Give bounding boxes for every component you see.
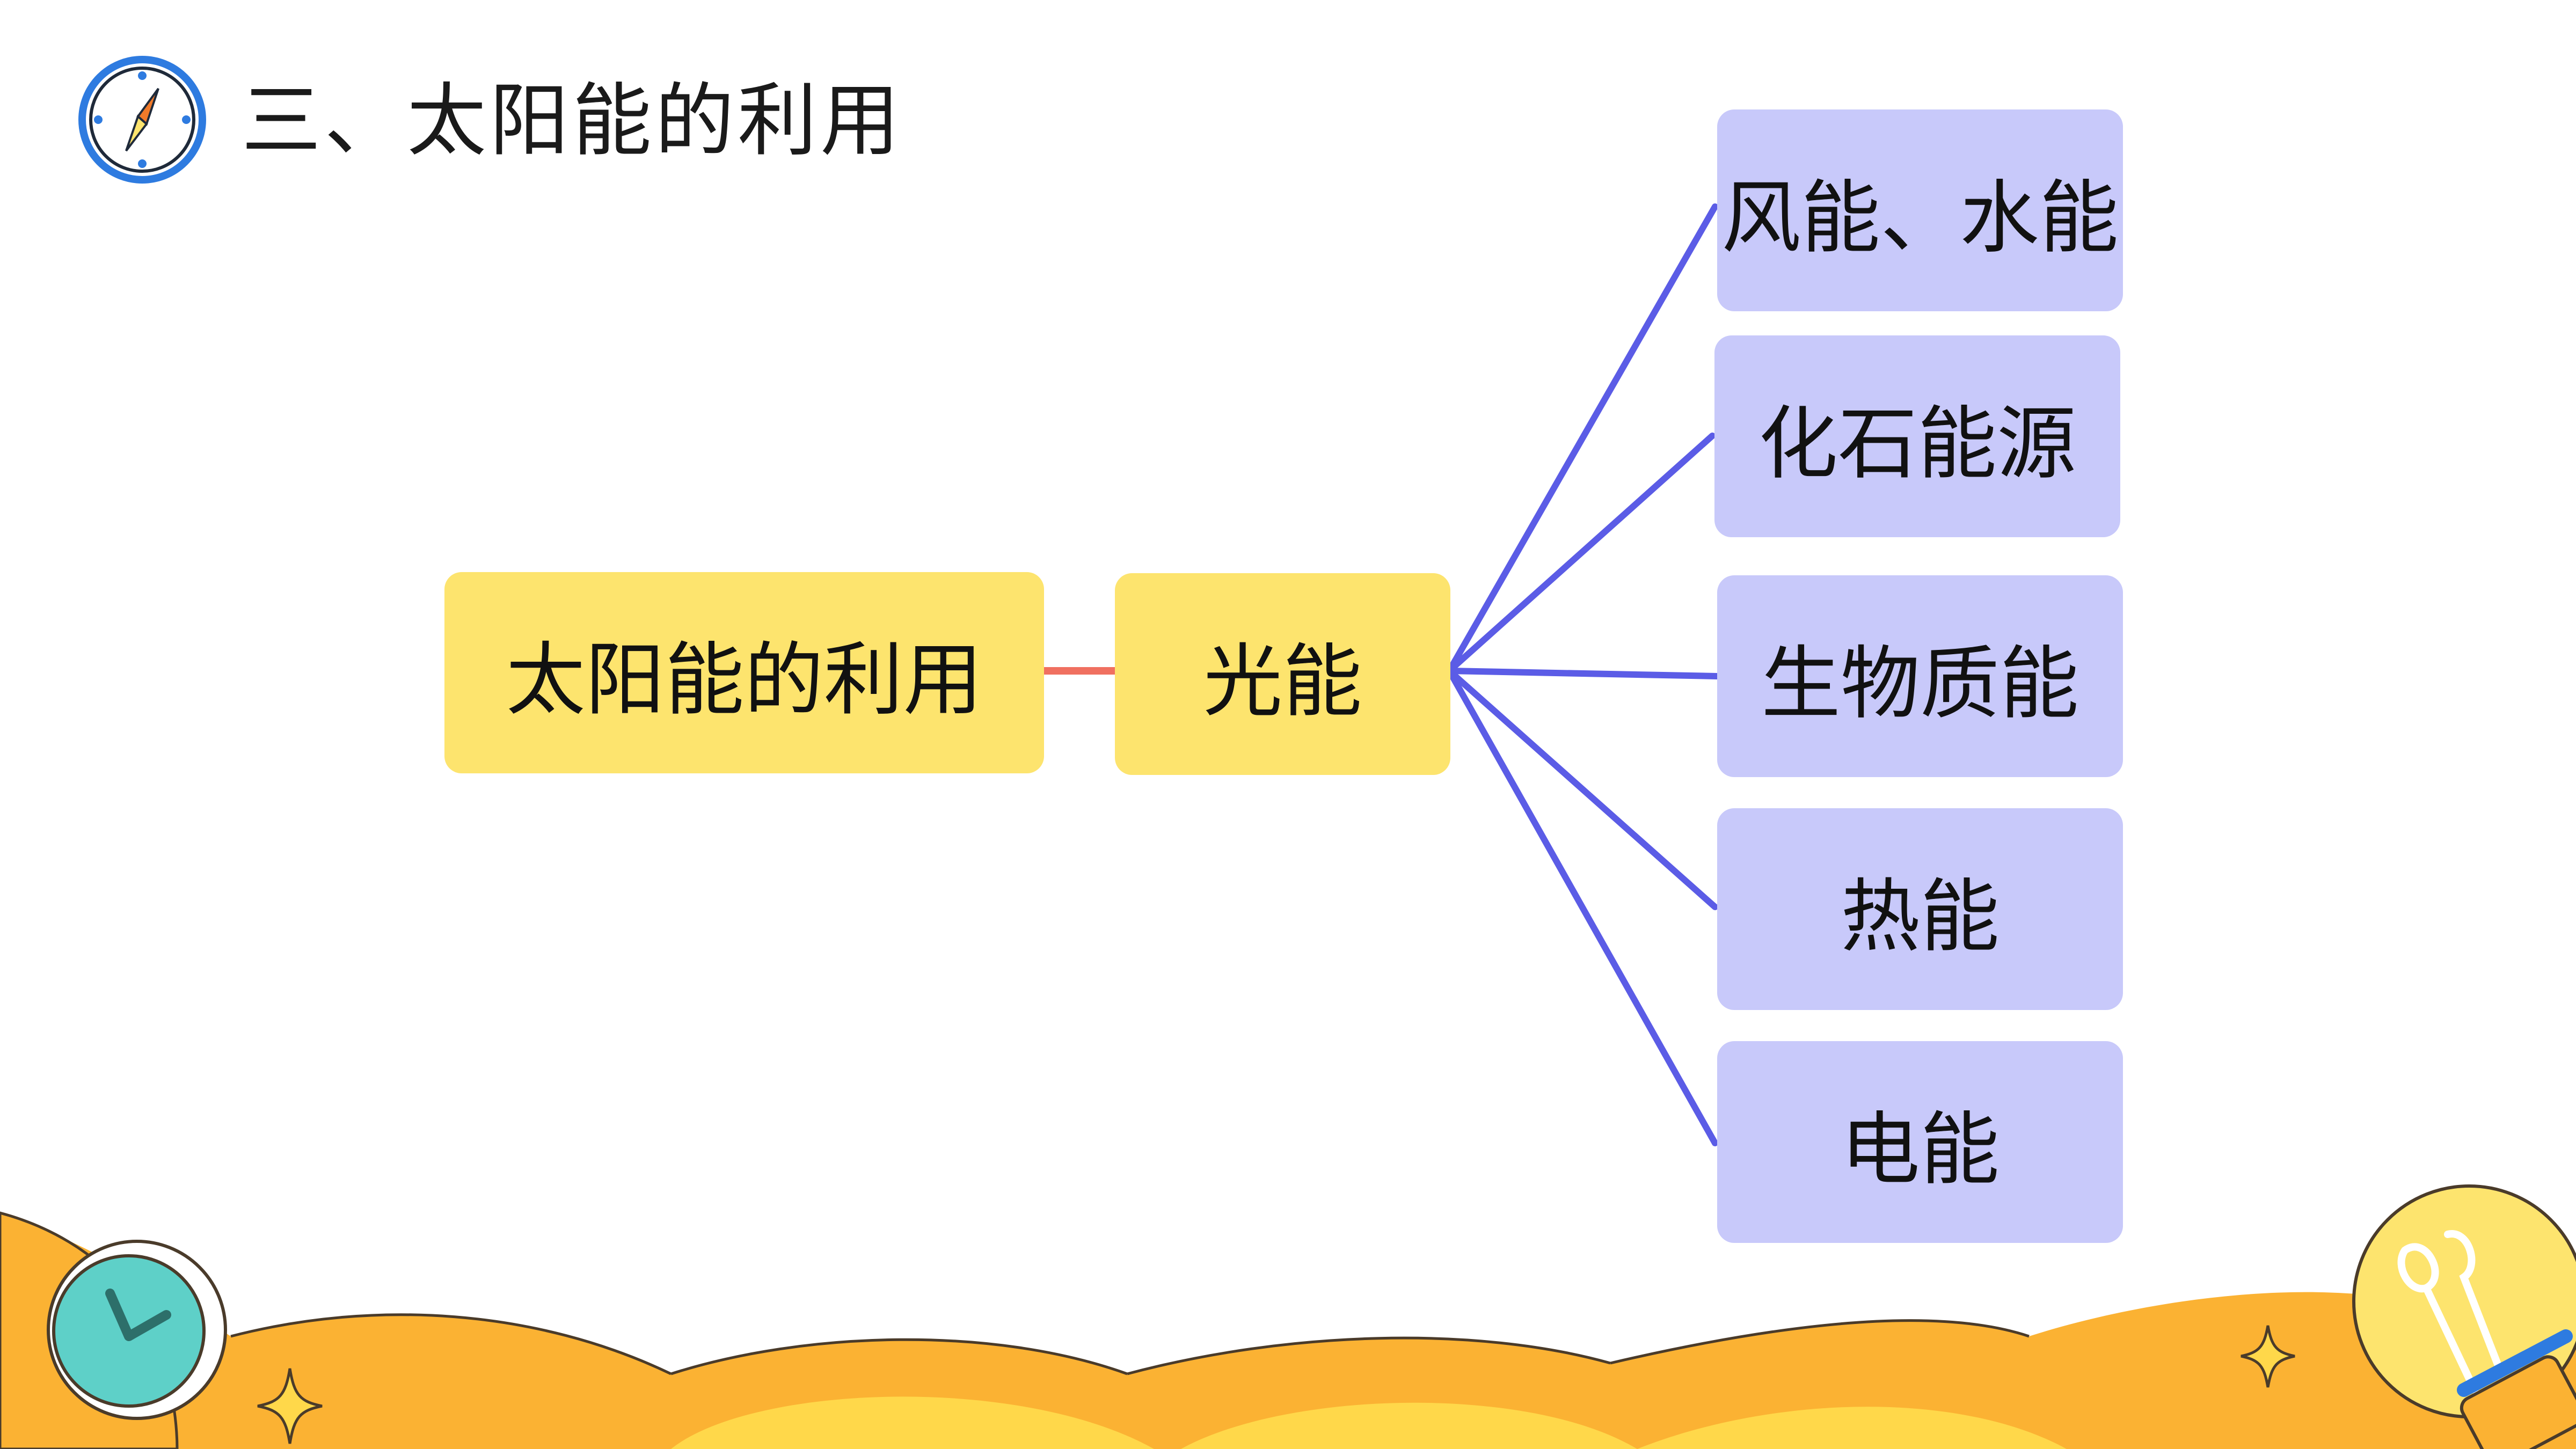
branch-connector bbox=[1446, 668, 1718, 1146]
branch-node: 风能、水能 bbox=[1717, 109, 2123, 311]
bottom-wave-back bbox=[0, 1213, 2576, 1449]
branch-connector bbox=[1446, 668, 1720, 679]
branch-connector bbox=[1446, 203, 1718, 674]
root-node: 太阳能的利用 bbox=[444, 572, 1044, 773]
branch-connector bbox=[1446, 668, 1718, 910]
page-title: 三、太阳能的利用 bbox=[242, 75, 903, 167]
branch-node: 生物质能 bbox=[1717, 575, 2123, 777]
sparkle-icon bbox=[2241, 1325, 2295, 1388]
compass-icon bbox=[78, 56, 206, 184]
sparkle-icon bbox=[257, 1368, 323, 1444]
bottom-wave-mid bbox=[671, 1396, 2067, 1449]
middle-node: 光能 bbox=[1115, 573, 1450, 775]
branch-connector bbox=[1446, 433, 1716, 674]
bottom-wave-lines bbox=[230, 1313, 2030, 1375]
branch-node: 热能 bbox=[1717, 808, 2123, 1010]
branch-node: 化石能源 bbox=[1714, 335, 2120, 537]
branch-node: 电能 bbox=[1717, 1041, 2123, 1243]
lightbulb-icon bbox=[2352, 1184, 2576, 1449]
clock-icon bbox=[47, 1240, 227, 1420]
